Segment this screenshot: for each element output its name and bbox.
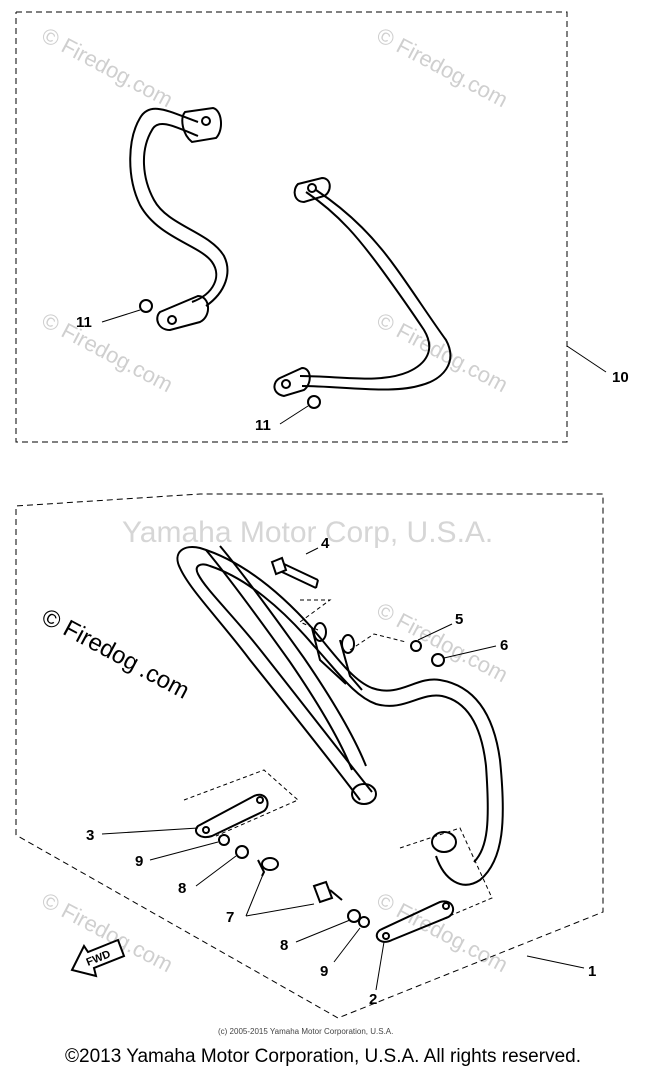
callout-10: 10 [612, 369, 629, 386]
bracket-3 [194, 793, 269, 838]
washer-5 [410, 640, 422, 652]
bolt-4 [270, 556, 319, 589]
callout-9-right: 9 [320, 963, 328, 980]
watermark-lower-right: © Firedog.com [373, 597, 512, 687]
callout-5: 5 [455, 611, 463, 628]
kit-10-frame [15, 11, 568, 443]
watermark-top-left: © Firedog.com [38, 22, 177, 112]
callout-lines-bottom [101, 547, 585, 991]
callout-1: 1 [588, 963, 596, 980]
watermark-top-right: © Firedog.com [373, 22, 512, 112]
watermark-mid-right: © Firedog.com [373, 307, 512, 397]
engine-guard-main [176, 545, 504, 886]
diagram-copyright: (c) 2005-2015 Yamaha Motor Corporation, … [218, 1027, 393, 1036]
callout-3: 3 [86, 827, 94, 844]
callout-9-left: 9 [135, 853, 143, 870]
watermark-dark-line1: © Firedog [37, 603, 143, 676]
watermark-dark: © Firedog .com [37, 603, 194, 704]
callout-11-left: 11 [76, 314, 92, 331]
washer-9-right [358, 916, 370, 928]
washer-8-left [235, 845, 249, 859]
forward-arrow: FWD [70, 938, 126, 978]
watermark-bottom-left: © Firedog.com [38, 887, 177, 977]
nut-6 [431, 653, 445, 667]
side-guard-left [129, 106, 229, 332]
callout-6: 6 [500, 637, 508, 654]
assembly-guides [183, 599, 493, 921]
washer-8-right [347, 909, 361, 923]
callout-8-left: 8 [178, 880, 186, 897]
callout-4: 4 [321, 535, 330, 552]
watermark-mid-left: © Firedog.com [38, 307, 177, 397]
callout-8-right: 8 [280, 937, 288, 954]
callout-lines-top [101, 309, 607, 425]
bolt-7-lower [312, 880, 343, 904]
callout-2: 2 [369, 991, 377, 1008]
footer-copyright: ©2013 Yamaha Motor Corporation, U.S.A. A… [65, 1046, 581, 1067]
side-guard-right [273, 176, 452, 409]
washer-9-left [218, 834, 230, 846]
watermark-corp: Yamaha Motor Corp, U.S.A. [122, 516, 493, 549]
bolt-7-upper [257, 857, 279, 877]
watermark-dark-line2: .com [135, 656, 194, 704]
callout-7: 7 [226, 909, 234, 926]
callout-11-right: 11 [255, 417, 271, 434]
